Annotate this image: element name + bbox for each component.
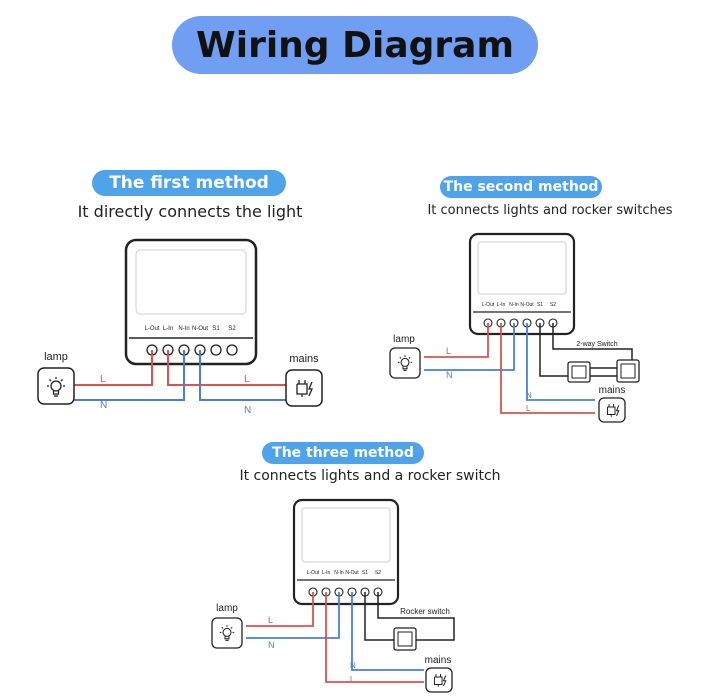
method-3-label: The three method xyxy=(262,442,424,464)
method-2-label-n-mains: N xyxy=(526,391,532,400)
method-1-diagram: L-Out L-In N-In N-Out S1 S2 L L N N lamp… xyxy=(37,238,323,416)
method-1-label-n-left: N xyxy=(100,400,107,411)
method-1-lamp-box xyxy=(37,367,75,405)
method-3-label-n-mains: N xyxy=(350,661,356,670)
method-1-mains-label: mains xyxy=(289,353,319,365)
method-2-neutral-wire-lamp xyxy=(424,323,515,371)
method-2-mains-box xyxy=(598,397,626,423)
method-2-diagram: L-Out L-In N-In N-Out S1 S2 2-way Switch… xyxy=(389,232,640,423)
method-2-switch-wire-s1 xyxy=(539,323,580,377)
method-2-terminal-n-out: N-Out xyxy=(520,302,534,308)
method-3-mains-label: mains xyxy=(425,655,452,666)
method-1-live-wire-lamp xyxy=(62,350,153,386)
method-3-live-wire-lamp xyxy=(246,592,314,627)
method-3-label-l-lamp: L xyxy=(268,615,273,625)
method-1-terminal-n-out: N-Out xyxy=(192,326,208,332)
method-2-terminal-l-out: L-Out xyxy=(482,302,495,308)
method-3-neutral-wire-lamp xyxy=(246,592,340,639)
method-2-terminal-l-in: L-In xyxy=(497,302,506,308)
method-3-neutral-wire-mains xyxy=(351,592,424,671)
method-2-terminal-n-in: N-In xyxy=(509,302,519,308)
method-2-lamp-label: lamp xyxy=(393,334,415,345)
method-3-terminal-n-in: N-In xyxy=(334,570,344,576)
method-3-switch-wire-s1 xyxy=(364,592,396,641)
diagram-title: Wiring Diagram xyxy=(196,24,514,66)
method-2-neutral-wire-mains xyxy=(526,323,595,401)
method-3-switch-wire-s2 xyxy=(377,592,455,641)
method-3-terminal-s1: S1 xyxy=(362,570,368,576)
method-1-mains-box xyxy=(285,369,323,407)
method-3-lamp-label: lamp xyxy=(216,603,238,614)
method-2-subtitle: It connects lights and rocker switches xyxy=(427,203,673,218)
method-2-switch-label: 2-way Switch xyxy=(576,341,617,348)
method-2-label-l-mains: L xyxy=(526,404,531,413)
method-3-terminal-n-out: N-Out xyxy=(345,570,359,576)
method-3-terminal-l-in: L-In xyxy=(322,570,331,576)
method-1-label: The first method xyxy=(92,170,286,196)
method-1-neutral-wire-lamp xyxy=(62,350,185,401)
method-2-live-wire-mains xyxy=(500,323,595,414)
method-1-live-wire-mains xyxy=(167,350,290,386)
method-1-neutral-wire-mains xyxy=(199,350,290,401)
method-1-label-l-right: L xyxy=(244,374,250,385)
method-3-subtitle: It connects lights and a rocker switch xyxy=(239,468,501,484)
method-3-label-l-mains: L xyxy=(350,675,355,684)
method-2-terminal-s1: S1 xyxy=(537,302,543,308)
method-2-mains-label: mains xyxy=(599,385,626,396)
method-1-terminal-s2: S2 xyxy=(228,326,236,332)
method-3-mains-box xyxy=(425,667,453,693)
method-2-label-n-lamp: N xyxy=(446,370,453,380)
method-1-label-text: The first method xyxy=(109,173,269,193)
method-2-terminal-s2: S2 xyxy=(550,302,556,308)
method-1-label-n-right: N xyxy=(244,405,251,416)
method-1-terminal-l-out: L-Out xyxy=(144,326,159,332)
method-2-label-l-lamp: L xyxy=(446,346,451,356)
method-1-terminal-s1: S1 xyxy=(212,326,220,332)
method-2-label-text: The second method xyxy=(443,179,599,195)
method-1-terminal-l-in: L-In xyxy=(163,326,173,332)
method-3-label-text: The three method xyxy=(272,445,414,461)
method-1-subtitle: It directly connects the light xyxy=(77,202,303,221)
method-3-live-wire-mains xyxy=(325,592,424,683)
method-3-switch-label: Rocker switch xyxy=(400,607,450,616)
method-2-label: The second method xyxy=(440,176,602,198)
method-1-lamp-label: lamp xyxy=(44,351,68,363)
method-2-live-wire-lamp xyxy=(424,323,489,358)
method-3-terminal-s2: S2 xyxy=(375,570,381,576)
method-1-label-l-left: L xyxy=(100,374,106,385)
method-3-label-n-lamp: N xyxy=(268,640,275,650)
diagram-title-pill: Wiring Diagram xyxy=(172,16,538,74)
method-3-terminal-l-out: L-Out xyxy=(307,570,320,576)
method-3-lamp-box xyxy=(211,617,243,649)
method-3-diagram: L-Out L-In N-In N-Out S1 S2 Rocker switc… xyxy=(211,498,455,693)
method-1-terminal-n-in: N-In xyxy=(178,326,189,332)
method-2-lamp-box xyxy=(389,347,421,379)
